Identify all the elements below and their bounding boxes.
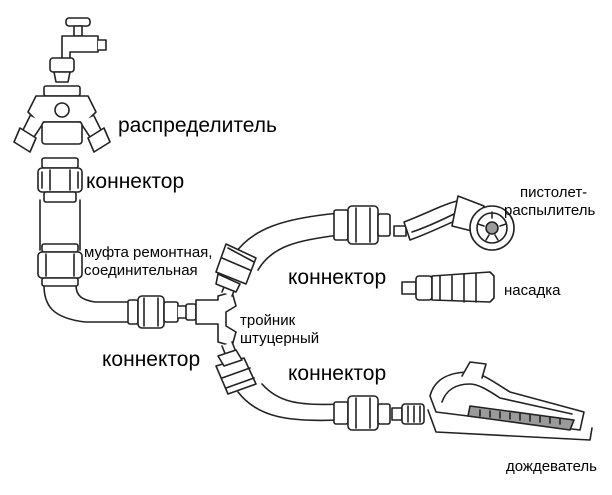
nozzle (401, 271, 495, 303)
connector-top (37, 157, 83, 203)
connector-middle (127, 295, 191, 329)
connector-upper-right (333, 205, 391, 245)
label-distributor: распределитель (118, 114, 277, 137)
connector-lower-right (333, 395, 425, 431)
main-hose (39, 199, 131, 323)
connector-lower-branch (215, 349, 257, 395)
label-nozzle: насадка (504, 282, 561, 299)
sprinkler (427, 361, 593, 441)
label-coupling-line1: муфта ремонтная, (84, 244, 213, 261)
lower-branch-hose (237, 383, 341, 422)
upper-branch-hose (231, 212, 341, 271)
connector-upper-branch (215, 243, 257, 293)
label-connector-lower: коннектор (288, 362, 387, 385)
spray-gun (393, 195, 515, 251)
label-spray-gun-line2: распылитель (504, 202, 596, 219)
label-tee-line2: штуцерный (240, 330, 320, 347)
label-tee-line1: тройник (240, 312, 296, 329)
label-connector-top: коннектор (86, 170, 185, 193)
repair-coupling (37, 243, 83, 287)
label-spray-gun-line1: пистолет- (520, 184, 588, 201)
distributor (13, 85, 111, 153)
label-sprinkler: дождеватель (506, 458, 597, 475)
label-connector-middle: коннектор (102, 348, 201, 371)
label-connector-upper: коннектор (288, 266, 387, 289)
tee-fitting (185, 281, 237, 357)
faucet (49, 17, 107, 83)
label-coupling-line2: соединительная (84, 262, 198, 279)
